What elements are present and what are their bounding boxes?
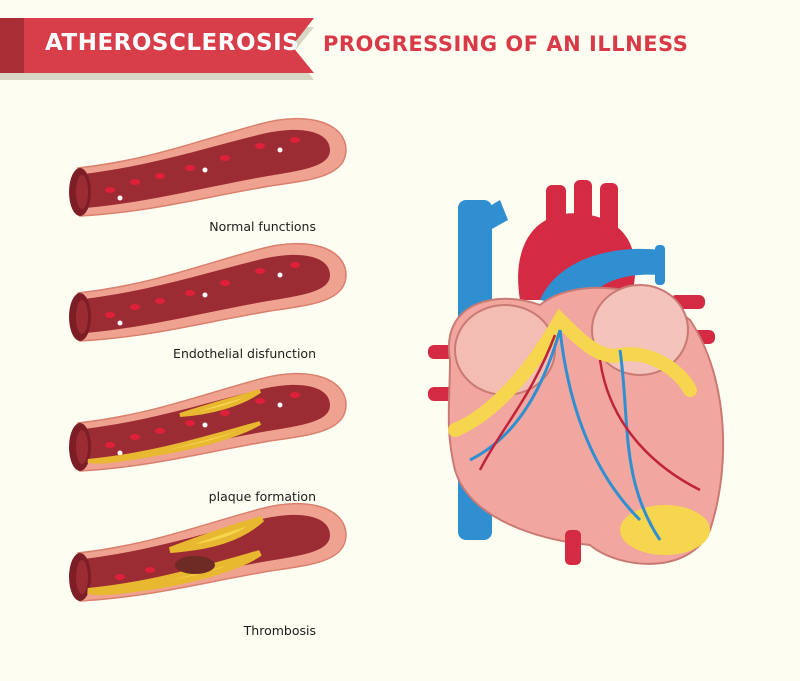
vessel-endothelial [68, 242, 347, 342]
page-subtitle: PROGRESSING OF AN ILLNESS [323, 32, 689, 56]
vessel-plaque [68, 372, 347, 472]
banner-title: ATHEROSCLEROSIS [45, 30, 300, 56]
stage-label-normal: Normal functions [209, 219, 316, 234]
heart-illustration [428, 180, 725, 565]
stage-label-thrombosis: Thrombosis [243, 623, 316, 638]
stage-label-endothelial: Endothelial disfunction [173, 346, 316, 361]
vessel-thrombosis [68, 502, 347, 602]
title-banner [0, 18, 314, 80]
vessel-normal [68, 117, 347, 217]
stage-label-plaque: plaque formation [208, 489, 316, 504]
